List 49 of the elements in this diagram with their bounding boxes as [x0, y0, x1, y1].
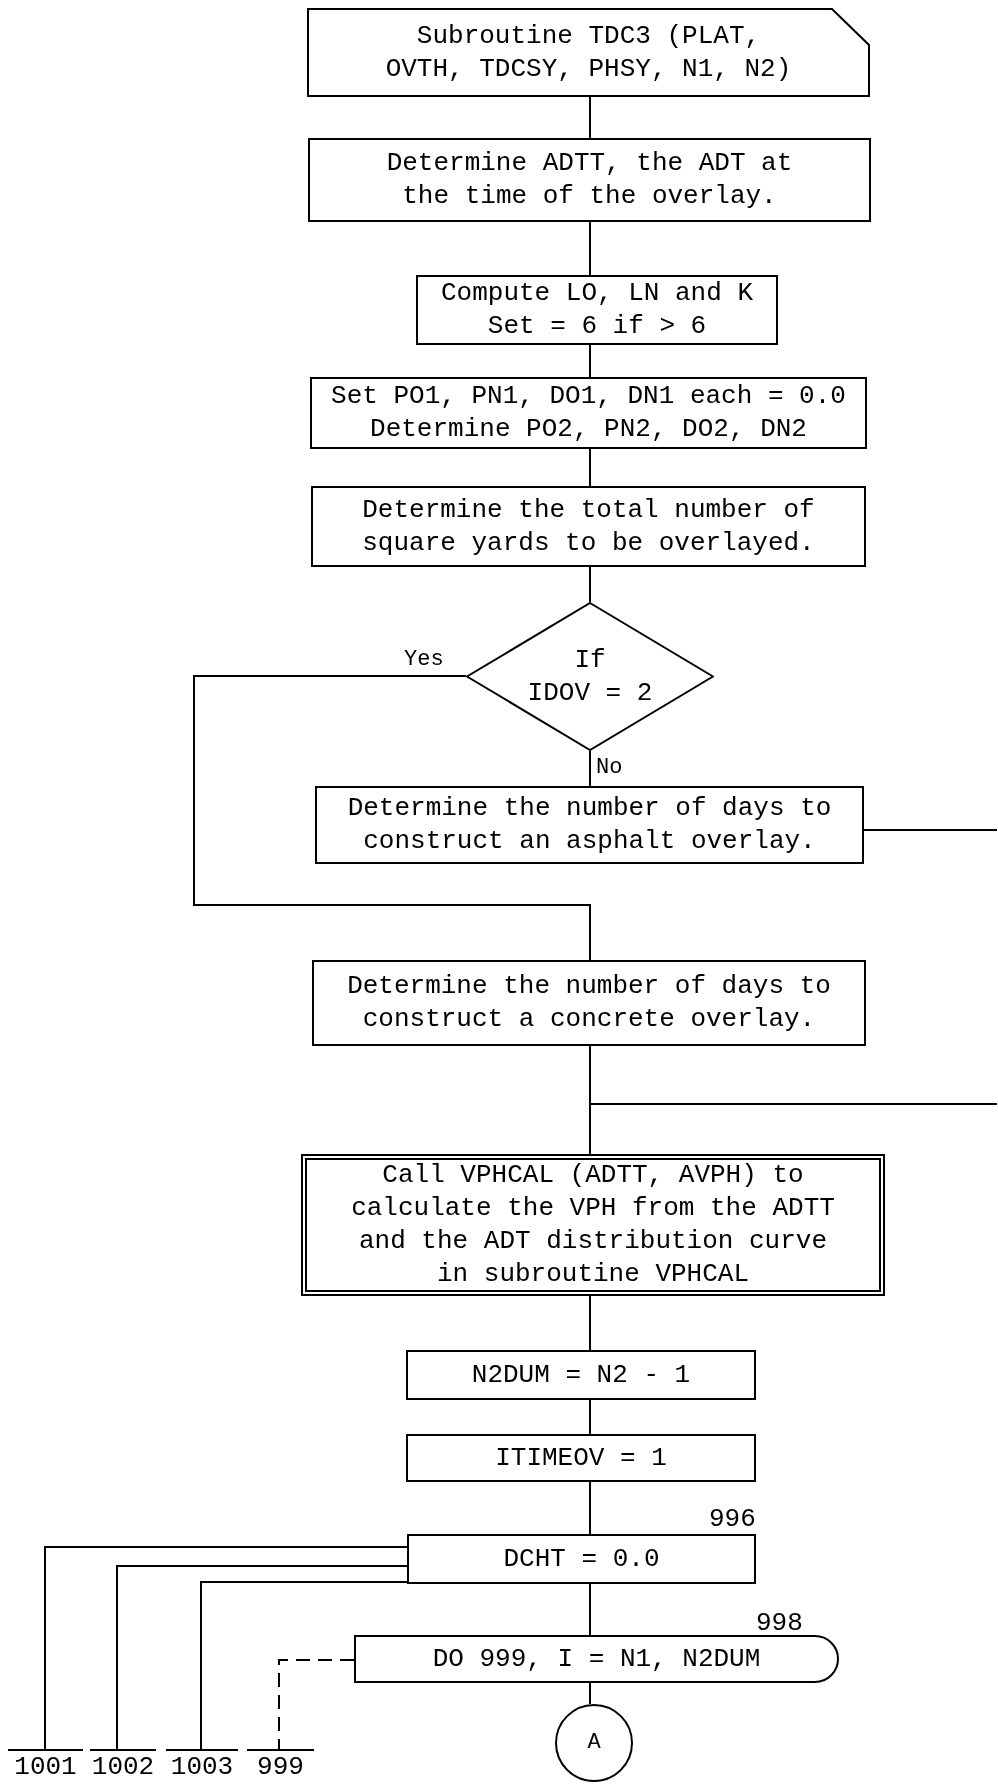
reference-number: 1002	[91, 1751, 155, 1784]
step-text: If	[574, 643, 606, 677]
step-text: Set PO1, PN1, DO1, DN1 each = 0.0 Determine PO2, PN2, DO2, DN2	[330, 380, 847, 446]
connector-line	[589, 750, 591, 787]
connector-line	[589, 1682, 591, 1705]
step-text: Determine the number of days to construct an asphalt overlay.	[346, 792, 833, 858]
step-text: A	[587, 1729, 601, 1757]
step-text: Compute LO, LN and K Set = 6 if > 6	[439, 277, 755, 343]
connector-line	[589, 566, 591, 603]
connector-line	[589, 221, 591, 276]
step-text: Subroutine TDC3 (PLAT, OVTH, TDCSY, PHSY, N1, N2)	[384, 19, 793, 86]
process-box	[311, 486, 866, 567]
step-text: ITIMEOV = 1	[495, 1441, 667, 1475]
connector-line	[278, 1659, 355, 1750]
step-text: DO 999, I = N1, N2DUM	[432, 1642, 761, 1676]
connector-line	[589, 1399, 591, 1435]
decision-diamond	[466, 602, 714, 751]
connector-line	[44, 1546, 408, 1750]
step-text: DCHT = 0.0	[503, 1542, 660, 1576]
process-box	[315, 786, 864, 864]
connector-line	[116, 1565, 408, 1750]
connector-line	[589, 1583, 591, 1636]
process-box	[308, 138, 871, 222]
step-text: N2DUM = N2 - 1	[471, 1358, 691, 1392]
connector-line	[863, 829, 998, 831]
step-text: Call VPHCAL (ADTT, AVPH) to calculate the VPH from the ADTT and the ADT distribution curve in subroutine VPHCAL	[350, 1159, 836, 1291]
connector-line	[589, 344, 591, 378]
connector-line	[589, 448, 591, 487]
subroutine-box	[301, 1154, 885, 1296]
connector-line	[193, 675, 591, 961]
connector-line	[589, 1481, 591, 1535]
reference-number: 1001	[14, 1751, 77, 1784]
step-text: Determine ADTT, the ADT at the time of the overlay.	[385, 147, 794, 213]
statement-number: 998	[756, 1609, 803, 1637]
process-box	[406, 1434, 756, 1482]
reference-number: 999	[257, 1751, 304, 1784]
start-card	[307, 8, 870, 97]
step-text: Determine the total number of square yards to be overlayed.	[361, 493, 816, 560]
connector-line	[200, 1581, 408, 1750]
connector-line	[589, 96, 591, 139]
process-box	[416, 275, 778, 345]
process-box	[312, 960, 866, 1046]
connector-line	[589, 1045, 591, 1155]
connector-line	[589, 1295, 591, 1351]
statement-number: 996	[709, 1505, 756, 1533]
step-text: Determine the number of days to construct a concrete overlay.	[346, 970, 832, 1036]
step-text: IDOV = 2	[527, 676, 653, 710]
reference-number: 1003	[170, 1751, 234, 1784]
process-box	[406, 1350, 756, 1400]
